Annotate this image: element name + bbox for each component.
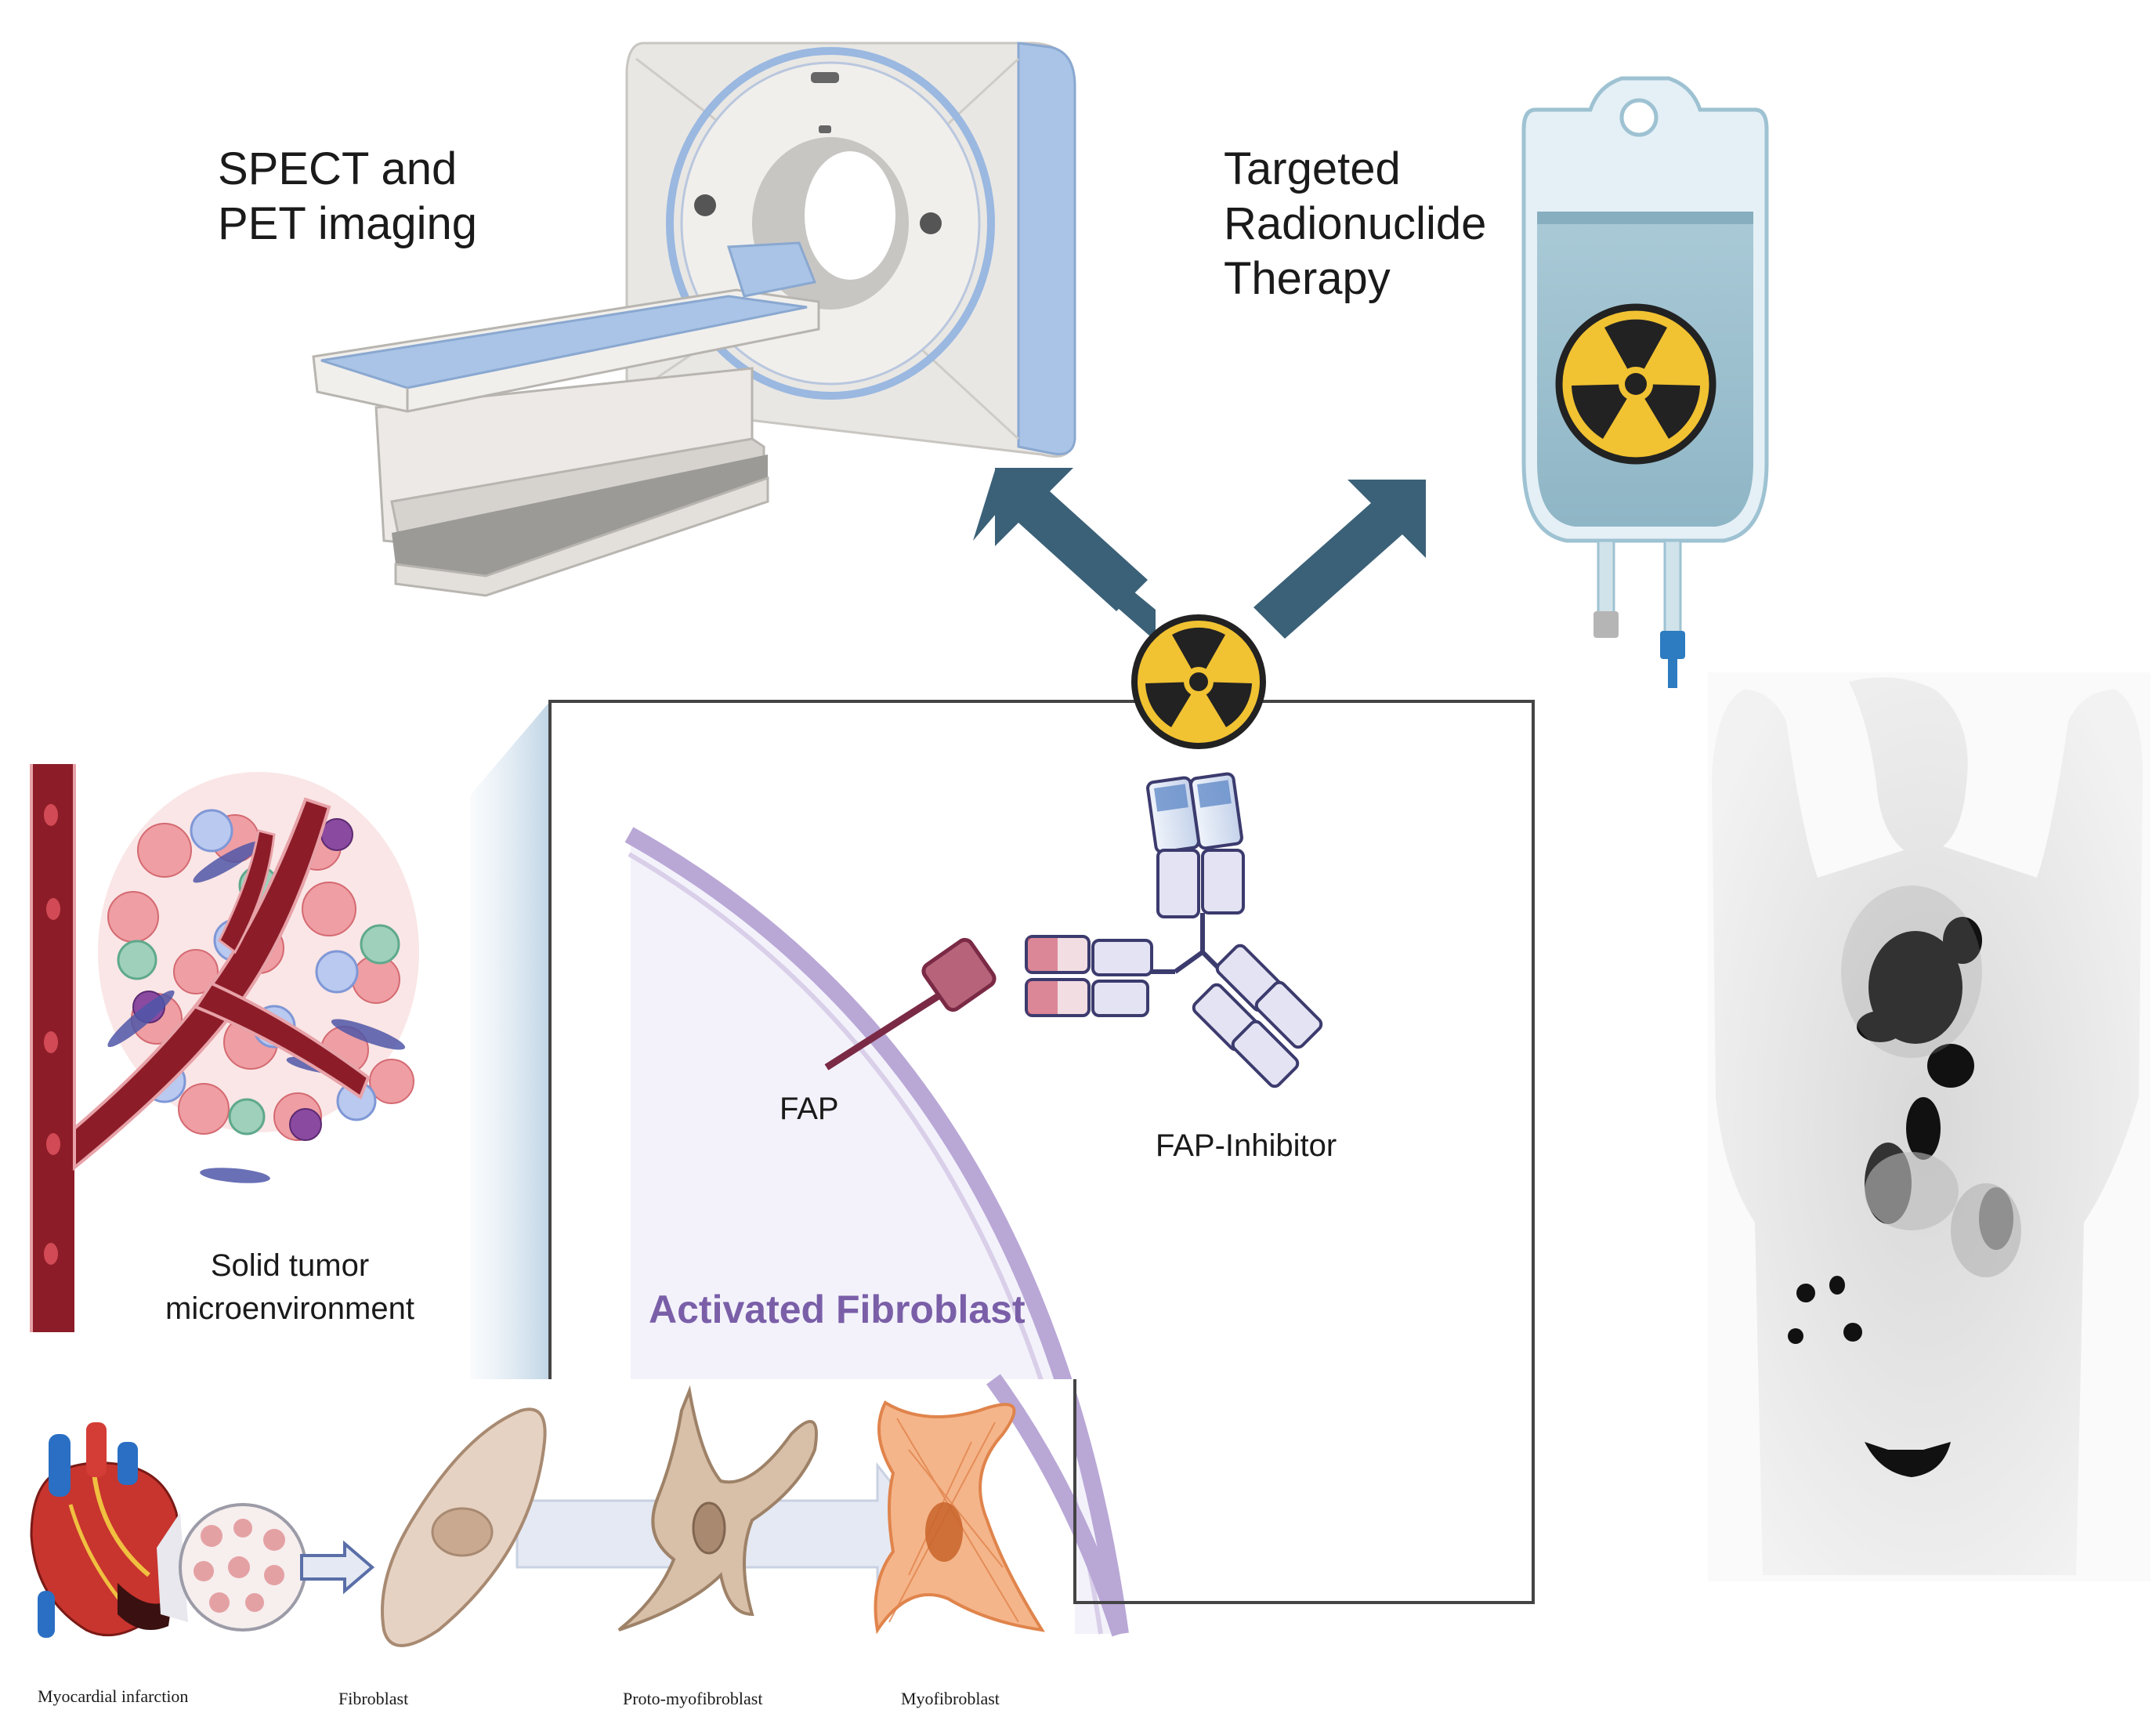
radiation-symbol-icon-center — [1131, 614, 1266, 749]
antibody-icon — [1025, 772, 1323, 1088]
fap-receptor — [824, 937, 997, 1070]
stage-label-myocardial-infarction: Myocardial infarction — [38, 1686, 188, 1706]
radiation-symbol-icon-bag — [1555, 303, 1716, 465]
pet-scan-image — [1708, 672, 2151, 1581]
myofibroblast-cell — [874, 1400, 1045, 1635]
stage-label-myofibroblast: Myofibroblast — [901, 1689, 1000, 1708]
tumor-label-line-2: microenvironment — [165, 1291, 414, 1326]
stage-label-fibroblast: Fibroblast — [338, 1689, 408, 1708]
tissue-magnifier — [157, 1503, 375, 1632]
imaging-label-line-1: SPECT and — [218, 143, 457, 194]
arrow-to-therapy — [1253, 480, 1426, 639]
proto-myofibroblast-cell — [617, 1385, 818, 1632]
fap-label: FAP — [780, 1092, 839, 1126]
zoom-wedge — [470, 701, 550, 1379]
therapy-label-line-1: Targeted — [1224, 143, 1401, 194]
fibroblast-cell — [381, 1407, 547, 1647]
pet-scanner-icon — [312, 42, 1076, 597]
heart-icon — [30, 1422, 181, 1638]
tumor-microenvironment-illustration — [30, 764, 419, 1332]
therapy-label-line-3: Therapy — [1224, 253, 1391, 304]
imaging-label-line-2: PET imaging — [218, 198, 477, 249]
therapy-label-line-2: Radionuclide — [1224, 198, 1486, 249]
stage-label-proto-myofibroblast: Proto-myofibroblast — [623, 1689, 762, 1708]
arrow-to-imaging — [973, 468, 1156, 641]
tumor-label-line-1: Solid tumor — [211, 1248, 369, 1283]
activated-fibroblast-label: Activated Fibroblast — [649, 1288, 1026, 1331]
fap-inhibitor-label: FAP-Inhibitor — [1156, 1128, 1337, 1163]
